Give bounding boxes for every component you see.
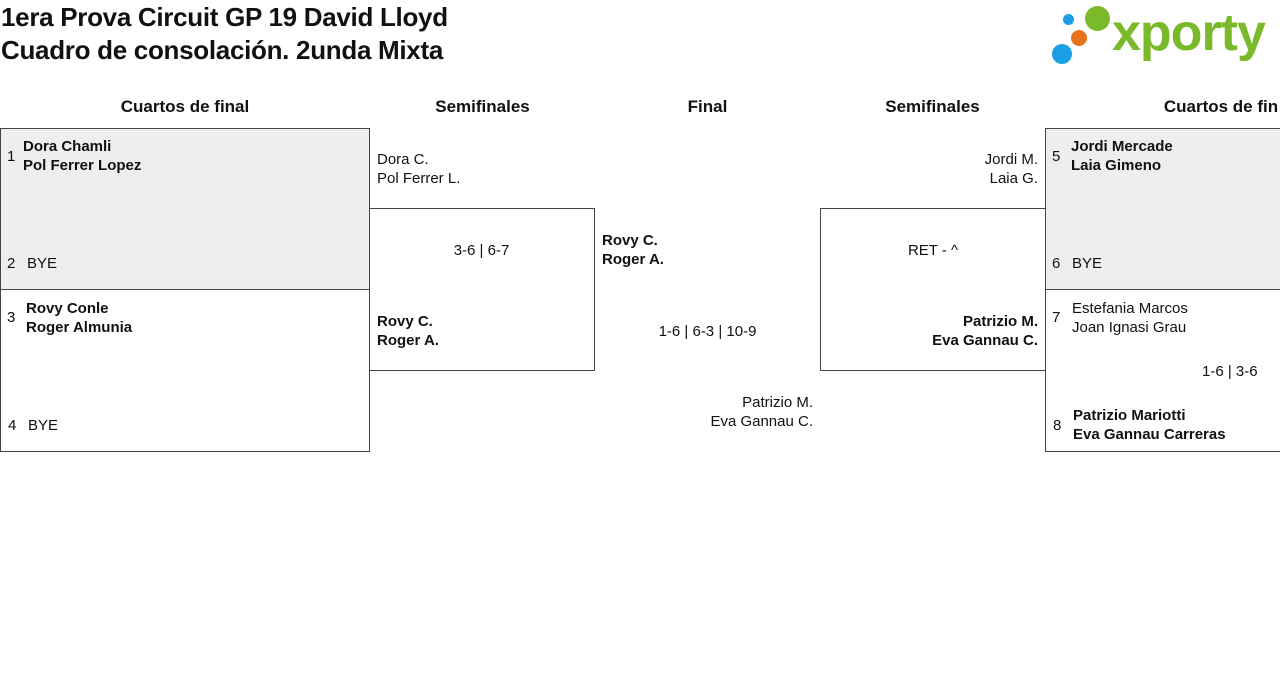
seed-number: 1 xyxy=(7,148,16,165)
player-name: Eva Gannau C. xyxy=(932,332,1038,349)
bye-label: BYE xyxy=(28,417,59,434)
match-box-qf4[interactable] xyxy=(1045,289,1280,452)
logo-dot-green xyxy=(1085,6,1110,31)
match-score: 3-6 | 6-7 xyxy=(453,242,510,259)
match-box-qf3[interactable] xyxy=(1045,128,1280,290)
logo-dot-blue-small xyxy=(1063,14,1074,25)
player-name: Rovy C. xyxy=(377,313,433,330)
player-name: Pol Ferrer L. xyxy=(377,170,461,187)
logo-text: xporty xyxy=(1112,4,1266,62)
logo-dot-orange xyxy=(1071,30,1087,46)
xporty-logo[interactable] xyxy=(1050,4,1276,66)
player-name: Patrizio Mariotti xyxy=(1073,407,1186,424)
page-subtitle: Cuadro de consolación. 2unda Mixta xyxy=(1,35,443,65)
seed-number: 8 xyxy=(1053,417,1062,434)
final-score: 1-6 | 6-3 | 10-9 xyxy=(658,323,757,340)
player-name: Dora Chamli xyxy=(23,138,112,155)
player-name: Patrizio M. xyxy=(742,394,813,411)
seed-number: 2 xyxy=(7,255,16,272)
match-score: 1-6 | 3-6 xyxy=(1202,363,1258,380)
seed-number: 7 xyxy=(1052,309,1061,326)
player-name: Eva Gannau C. xyxy=(710,413,813,430)
seed-number: 3 xyxy=(7,309,16,326)
match-score: RET - ^ xyxy=(907,242,959,259)
player-name: Joan Ignasi Grau xyxy=(1072,319,1187,336)
bye-label: BYE xyxy=(1072,255,1103,272)
seed-number: 4 xyxy=(8,417,17,434)
header-quarterfinals-left: Cuartos de final xyxy=(120,97,250,116)
player-name: Roger Almunia xyxy=(26,319,133,336)
player-name: Rovy Conle xyxy=(26,300,109,317)
player-name: Jordi Mercade xyxy=(1071,138,1173,155)
header-quarterfinals-right: Cuartos de fin xyxy=(1163,97,1279,116)
player-name: Eva Gannau Carreras xyxy=(1073,426,1226,443)
logo-dot-blue xyxy=(1052,44,1072,64)
player-name: Roger A. xyxy=(602,251,664,268)
player-name: Laia G. xyxy=(989,170,1038,187)
header-final: Final xyxy=(687,97,728,116)
player-name: Dora C. xyxy=(377,151,429,168)
header-semifinals-left: Semifinales xyxy=(435,97,530,116)
player-name: Jordi M. xyxy=(984,151,1038,168)
player-name: Patrizio M. xyxy=(962,313,1038,330)
player-name: Estefania Marcos xyxy=(1072,300,1188,317)
header-semifinals-right: Semifinales xyxy=(885,97,980,116)
bye-label: BYE xyxy=(27,255,58,272)
page-title: 1era Prova Circuit GP 19 David Lloyd xyxy=(1,2,448,32)
player-name: Rovy C. xyxy=(602,232,658,249)
seed-number: 6 xyxy=(1052,255,1061,272)
player-name: Pol Ferrer Lopez xyxy=(23,157,142,174)
match-box-qf1[interactable] xyxy=(0,128,370,290)
match-box-sf-left[interactable] xyxy=(369,208,595,371)
seed-number: 5 xyxy=(1052,148,1061,165)
player-name: Laia Gimeno xyxy=(1071,157,1162,174)
player-name: Roger A. xyxy=(377,332,439,349)
